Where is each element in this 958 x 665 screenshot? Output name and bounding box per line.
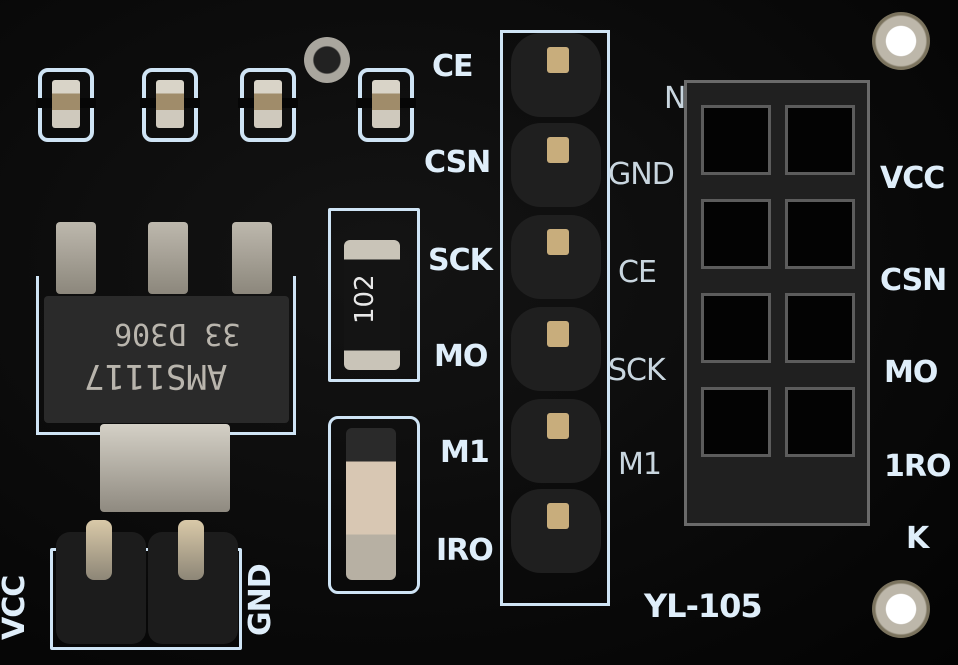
mounting-hole [872,12,930,70]
label-csn: CSN [424,145,491,180]
label-gnd: GND [608,157,675,192]
label-ce-socket: CE [618,255,657,290]
smd-capacitor [238,68,298,142]
header-pin [511,399,601,483]
power-header-outline [50,548,242,650]
label-m1: M1 [440,435,490,470]
model-label: YL-105 [644,587,763,625]
label-sck-socket: SCK [608,353,666,388]
label-n: N [664,81,686,116]
header-pin [511,307,601,391]
nrf24-socket [684,80,870,526]
led-outline [328,416,420,594]
pin-header [500,30,610,606]
header-pin [511,215,601,299]
smd-resistor [356,68,416,142]
regulator-batch: 33 D306 [114,316,241,351]
label-k: K [906,521,929,556]
label-vcc: VCC [880,161,945,196]
vcc-pin [56,520,146,644]
via-hole [304,37,350,83]
smd-capacitor [36,68,96,142]
regulator-pin [148,222,188,294]
ams1117-regulator: AMS1117 33 D306 [44,296,289,423]
label-mo: MO [434,339,488,374]
resistor-code: 102 [350,274,380,324]
label-m1-socket: M1 [618,447,662,482]
resistor-outline [328,208,420,382]
header-pin [511,33,601,117]
regulator-pin [232,222,272,294]
regulator-tab [100,424,230,512]
label-power-vcc: VCC [0,575,32,640]
label-sck: SCK [428,243,493,278]
regulator-pin [56,222,96,294]
label-iro: IRO [436,533,494,568]
label-1ro: 1RO [884,449,951,484]
label-ce: CE [432,49,474,84]
power-led [346,428,396,580]
header-pin [511,489,601,573]
label-power-gnd: GND [243,564,278,636]
label-mo-right: MO [884,355,938,390]
label-csn-right: CSN [880,263,947,298]
mounting-hole [872,580,930,638]
gnd-pin [148,520,238,644]
regulator-marking: AMS1117 [84,356,228,396]
header-pin [511,123,601,207]
smd-resistor [140,68,200,142]
resistor-102: 102 [344,240,400,370]
